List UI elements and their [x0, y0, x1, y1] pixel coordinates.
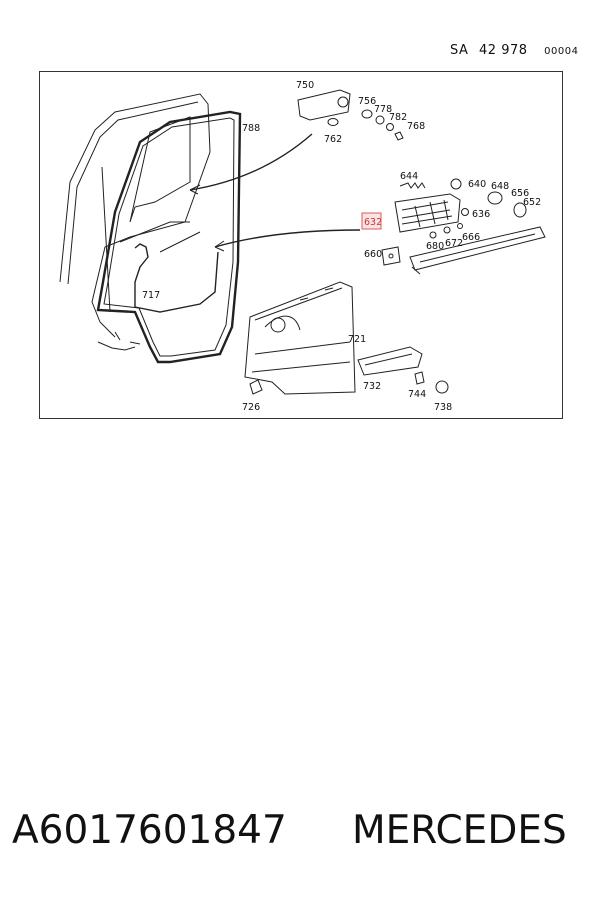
- guide-rail: [409, 226, 546, 271]
- brand-name: MERCEDES: [352, 808, 567, 853]
- door-pillar: [101, 166, 141, 345]
- part-label-640: 640: [468, 179, 486, 190]
- part-label-778: 778: [374, 104, 392, 115]
- spring: [399, 182, 426, 189]
- trim-panel: [244, 281, 356, 395]
- door-lower: [97, 341, 136, 351]
- part-label-732: 732: [363, 381, 381, 392]
- ref-code: 42 978: [479, 43, 528, 58]
- part-label-788: 788: [242, 123, 260, 134]
- part-label-738: 738: [434, 402, 452, 413]
- arrow-handle: [214, 229, 361, 248]
- ref-prefix: SA: [450, 43, 469, 58]
- parts-diagram: 750 756 778 782 768 762 788 644 640 648 …: [59, 80, 546, 413]
- ref-sub: 00004: [544, 46, 579, 57]
- armrest: [357, 346, 423, 376]
- part-label-768: 768: [407, 121, 425, 132]
- part-label-744: 744: [408, 389, 426, 400]
- part-label-750: 750: [296, 80, 314, 91]
- part-label-726: 726: [242, 402, 260, 413]
- parts-diagram-frame: 750 756 778 782 768 762 788 644 640 648 …: [39, 71, 563, 419]
- part-label-721: 721: [348, 334, 366, 345]
- door-body-outline: [59, 93, 211, 338]
- diagram-reference: SA 42 978 00004: [450, 43, 578, 58]
- arrow-cap: [189, 133, 313, 191]
- part-label-756: 756: [358, 96, 376, 107]
- part-label-632: 632: [364, 217, 382, 228]
- part-label-644: 644: [400, 171, 418, 182]
- part-label-652: 652: [523, 197, 541, 208]
- lock-rod: [134, 243, 219, 313]
- part-label-648: 648: [491, 181, 509, 192]
- handle-assembly: [394, 193, 461, 233]
- window-channel: [129, 116, 191, 223]
- part-label-782: 782: [389, 112, 407, 123]
- door-seal-inner: [103, 117, 235, 357]
- part-label-636: 636: [472, 209, 490, 220]
- part-label-762: 762: [324, 134, 342, 145]
- window-lines: [119, 221, 201, 253]
- cover-cap: [297, 89, 351, 121]
- door-body-inner: [67, 101, 199, 285]
- part-label-666: 666: [462, 232, 480, 243]
- part-label-656: 656: [511, 188, 529, 199]
- part-highlight-632[interactable]: [361, 212, 382, 230]
- part-number: A6017601847: [12, 808, 287, 853]
- part-label-660: 660: [364, 249, 382, 260]
- footer-caption: A6017601847 MERCEDES: [0, 808, 600, 856]
- part-label-672: 672: [445, 238, 463, 249]
- part-label-680: 680: [426, 241, 444, 252]
- door-seal: [96, 110, 242, 364]
- backing-plate: [381, 246, 401, 266]
- part-label-717: 717: [142, 290, 160, 301]
